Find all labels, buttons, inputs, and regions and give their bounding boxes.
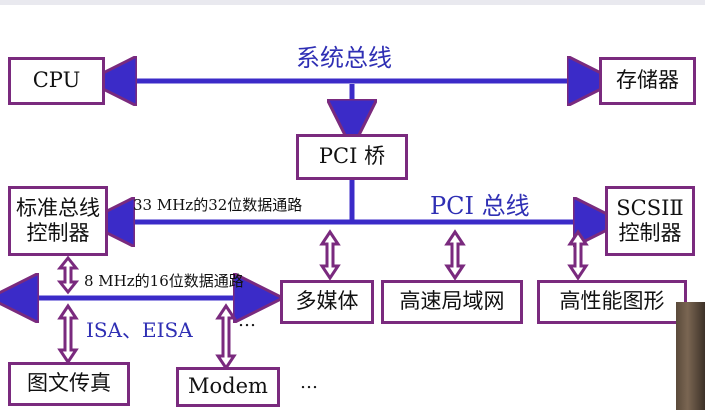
isa-to-fax-arrow bbox=[57, 303, 79, 365]
scsi-controller-box: SCSIⅡ 控制器 bbox=[605, 186, 695, 256]
fax-box: 图文传真 bbox=[8, 362, 130, 406]
isa-bus-speed-label: 8 MHz的16位数据通路 bbox=[84, 272, 244, 290]
modem-label: Modem bbox=[188, 374, 268, 399]
top-edge bbox=[0, 0, 705, 5]
scsi-controller-line2: 控制器 bbox=[618, 221, 682, 245]
lan-box: 高速局域网 bbox=[381, 280, 523, 324]
cpu-box: CPU bbox=[8, 57, 105, 105]
pci-to-lan-arrow bbox=[444, 229, 466, 281]
cpu-label: CPU bbox=[32, 68, 81, 93]
std-bus-controller-box: 标准总线 控制器 bbox=[8, 186, 108, 256]
graphics-box: 高性能图形 bbox=[537, 280, 687, 324]
std-bus-controller-line2: 控制器 bbox=[26, 221, 90, 245]
isa-more-ellipsis: … bbox=[238, 310, 258, 331]
multimedia-label: 多媒体 bbox=[295, 289, 359, 314]
std-bus-controller-line1: 标准总线 bbox=[16, 195, 100, 220]
memory-box: 存储器 bbox=[599, 57, 696, 105]
fax-label: 图文传真 bbox=[27, 371, 111, 396]
presenter-photo-edge bbox=[676, 302, 705, 410]
multimedia-box: 多媒体 bbox=[280, 280, 374, 324]
memory-label: 存储器 bbox=[616, 68, 679, 93]
lan-label: 高速局域网 bbox=[399, 289, 505, 314]
scsi-controller-line1: SCSIⅡ bbox=[616, 195, 684, 220]
pci-to-graphics-arrow bbox=[567, 229, 589, 281]
graphics-label: 高性能图形 bbox=[559, 289, 665, 314]
controller-to-isa-arrow bbox=[56, 255, 80, 295]
pci-bus-speed-label: 33 MHz的32位数据通路 bbox=[133, 196, 303, 214]
system-bus-label: 系统总线 bbox=[296, 44, 392, 72]
modem-box: Modem bbox=[176, 367, 280, 407]
pci-bus-label: PCI 总线 bbox=[430, 192, 530, 220]
isa-to-modem-arrow bbox=[215, 303, 237, 371]
pci-bridge-box: PCI 桥 bbox=[296, 134, 408, 180]
bottom-more-ellipsis: … bbox=[300, 372, 320, 393]
isa-bus-label: ISA、EISA bbox=[86, 318, 193, 342]
pci-to-multimedia-arrow bbox=[319, 229, 341, 281]
pci-bridge-label: PCI 桥 bbox=[318, 144, 386, 169]
